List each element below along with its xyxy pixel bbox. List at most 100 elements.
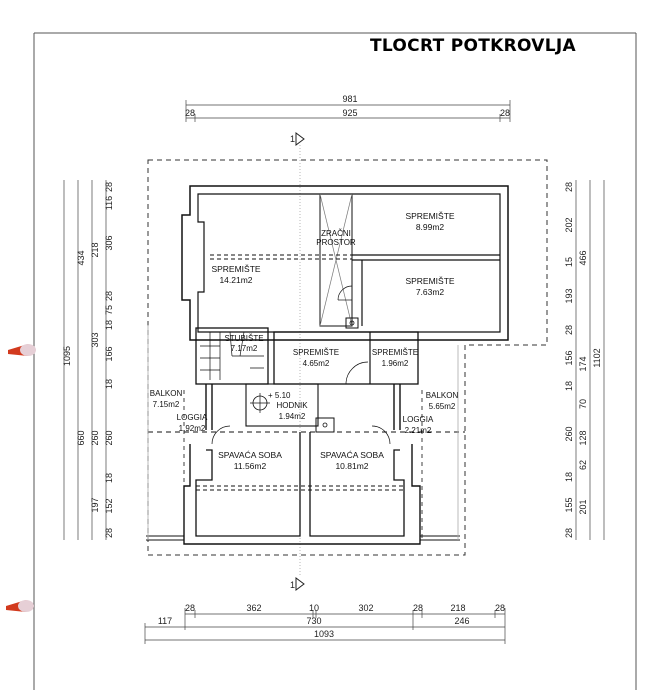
svg-text:156: 156 bbox=[564, 350, 574, 365]
right-dimension-lines bbox=[575, 180, 605, 540]
section-marker-bottom: 1 bbox=[290, 577, 305, 591]
walls bbox=[146, 185, 509, 545]
section-marker-top: 1 bbox=[290, 132, 305, 146]
dim-top-overall: 981 bbox=[342, 94, 357, 104]
svg-text:BALKON: BALKON bbox=[426, 391, 459, 400]
svg-text:7.63m2: 7.63m2 bbox=[416, 287, 445, 297]
svg-text:1.96m2: 1.96m2 bbox=[382, 359, 409, 368]
svg-text:70: 70 bbox=[578, 399, 588, 409]
room-staircase: STUBIŠTE 7.17m2 bbox=[224, 334, 263, 353]
right-dims-inner: 28 202 15 193 28 156 18 260 18 155 28 bbox=[564, 182, 574, 538]
bottom-dimension-lines bbox=[144, 608, 506, 644]
svg-text:1.92m2: 1.92m2 bbox=[179, 424, 206, 433]
svg-text:128: 128 bbox=[578, 430, 588, 445]
room-air-shaft: ZRAČNI PROSTOR bbox=[316, 229, 356, 247]
dim-top-right-wall: 28 bbox=[500, 108, 510, 118]
room-hallway: HODNIK 1.94m2 bbox=[276, 401, 308, 421]
left-dims-mid2: 218 303 260 197 bbox=[90, 242, 100, 512]
room-storage-465: SPREMIŠTE 4.65m2 bbox=[293, 348, 339, 368]
svg-text:117: 117 bbox=[158, 616, 172, 626]
svg-text:LOGGIA: LOGGIA bbox=[177, 413, 208, 422]
svg-text:7.15m2: 7.15m2 bbox=[153, 400, 180, 409]
svg-text:75: 75 bbox=[104, 305, 114, 315]
svg-text:2.21m2: 2.21m2 bbox=[405, 426, 432, 435]
svg-text:28: 28 bbox=[495, 603, 505, 613]
svg-text:10.81m2: 10.81m2 bbox=[335, 461, 368, 471]
level-mark: + 5.10 bbox=[268, 391, 291, 400]
svg-text:5.65m2: 5.65m2 bbox=[429, 402, 456, 411]
top-dimension-lines bbox=[185, 100, 511, 122]
svg-text:14.21m2: 14.21m2 bbox=[219, 275, 252, 285]
svg-text:166: 166 bbox=[104, 346, 114, 361]
svg-text:SPREMIŠTE: SPREMIŠTE bbox=[293, 348, 339, 357]
svg-text:116: 116 bbox=[104, 196, 114, 210]
room-balcony-715: BALKON 7.15m2 bbox=[150, 389, 183, 409]
left-dims-outer: 1095 bbox=[62, 346, 72, 366]
svg-text:28: 28 bbox=[104, 291, 114, 301]
bottom-dims-row2: 117 730 246 bbox=[158, 616, 470, 626]
room-storage-899: SPREMIŠTE 8.99m2 bbox=[405, 211, 454, 232]
svg-text:SPREMIŠTE: SPREMIŠTE bbox=[372, 348, 418, 357]
svg-text:466: 466 bbox=[578, 250, 588, 265]
svg-text:SPAVAĆA SOBA: SPAVAĆA SOBA bbox=[320, 450, 384, 460]
paper-frame bbox=[33, 32, 637, 690]
svg-text:4.65m2: 4.65m2 bbox=[303, 359, 330, 368]
svg-text:10: 10 bbox=[309, 603, 319, 613]
svg-text:202: 202 bbox=[564, 217, 574, 232]
svg-text:SPREMIŠTE: SPREMIŠTE bbox=[405, 276, 454, 286]
svg-text:SPREMIŠTE: SPREMIŠTE bbox=[405, 211, 454, 221]
room-bedroom-1156: SPAVAĆA SOBA 11.56m2 bbox=[218, 450, 282, 471]
svg-text:730: 730 bbox=[306, 616, 321, 626]
dim-top-left-wall: 28 bbox=[185, 108, 195, 118]
svg-text:1: 1 bbox=[290, 134, 295, 144]
svg-text:218: 218 bbox=[90, 242, 100, 257]
svg-text:28: 28 bbox=[104, 528, 114, 538]
svg-text:201: 201 bbox=[578, 499, 588, 514]
svg-text:260: 260 bbox=[90, 430, 100, 445]
svg-text:152: 152 bbox=[104, 498, 114, 513]
svg-text:18: 18 bbox=[104, 379, 114, 389]
svg-text:1: 1 bbox=[290, 580, 295, 590]
svg-text:155: 155 bbox=[564, 497, 574, 512]
svg-text:193: 193 bbox=[564, 288, 574, 303]
svg-text:28: 28 bbox=[104, 182, 114, 192]
left-dimension-lines bbox=[63, 180, 107, 540]
svg-text:LOGGIA: LOGGIA bbox=[403, 415, 434, 424]
svg-text:28: 28 bbox=[564, 182, 574, 192]
svg-text:HODNIK: HODNIK bbox=[276, 401, 308, 410]
svg-text:ZRAČNI: ZRAČNI bbox=[321, 229, 351, 238]
svg-text:302: 302 bbox=[358, 603, 373, 613]
svg-text:434: 434 bbox=[76, 250, 86, 265]
svg-text:660: 660 bbox=[76, 430, 86, 445]
room-storage-763: SPREMIŠTE 7.63m2 bbox=[405, 276, 454, 297]
svg-text:11.56m2: 11.56m2 bbox=[234, 461, 267, 471]
bottom-dim-overall: 1093 bbox=[314, 629, 334, 639]
svg-text:18: 18 bbox=[564, 472, 574, 482]
room-balcony-565: BALKON 5.65m2 bbox=[426, 391, 459, 411]
room-bedroom-1081: SPAVAĆA SOBA 10.81m2 bbox=[320, 450, 384, 471]
left-dims-mid1: 434 660 bbox=[76, 250, 86, 445]
svg-text:15: 15 bbox=[564, 257, 574, 267]
svg-text:246: 246 bbox=[454, 616, 469, 626]
room-storage-196: SPREMIŠTE 1.96m2 bbox=[372, 348, 418, 368]
room-storage-1421: SPREMIŠTE 14.21m2 bbox=[211, 264, 260, 285]
svg-text:8.99m2: 8.99m2 bbox=[416, 222, 445, 232]
room-loggia-221: LOGGIA 2.21m2 bbox=[403, 415, 434, 435]
svg-text:303: 303 bbox=[90, 332, 100, 347]
svg-text:62: 62 bbox=[578, 460, 588, 470]
left-dims-inner: 28 116 306 28 75 18 166 18 260 18 152 28 bbox=[104, 182, 114, 538]
svg-text:SPAVAĆA SOBA: SPAVAĆA SOBA bbox=[218, 450, 282, 460]
svg-text:PROSTOR: PROSTOR bbox=[316, 238, 356, 247]
binder-clip-icon bbox=[6, 600, 34, 612]
svg-text:197: 197 bbox=[90, 497, 100, 512]
svg-text:362: 362 bbox=[246, 603, 261, 613]
bottom-dims-row1: 28 362 10 302 28 218 28 bbox=[185, 603, 505, 613]
binder-clip-icon bbox=[8, 344, 36, 356]
svg-text:1095: 1095 bbox=[62, 346, 72, 366]
svg-text:STUBIŠTE: STUBIŠTE bbox=[224, 334, 263, 343]
plan-title: TLOCRT POTKROVLJA bbox=[370, 36, 576, 56]
right-dims-mid: 466 174 70 128 62 201 bbox=[578, 250, 588, 514]
right-dims-outer: 1102 bbox=[592, 348, 602, 367]
